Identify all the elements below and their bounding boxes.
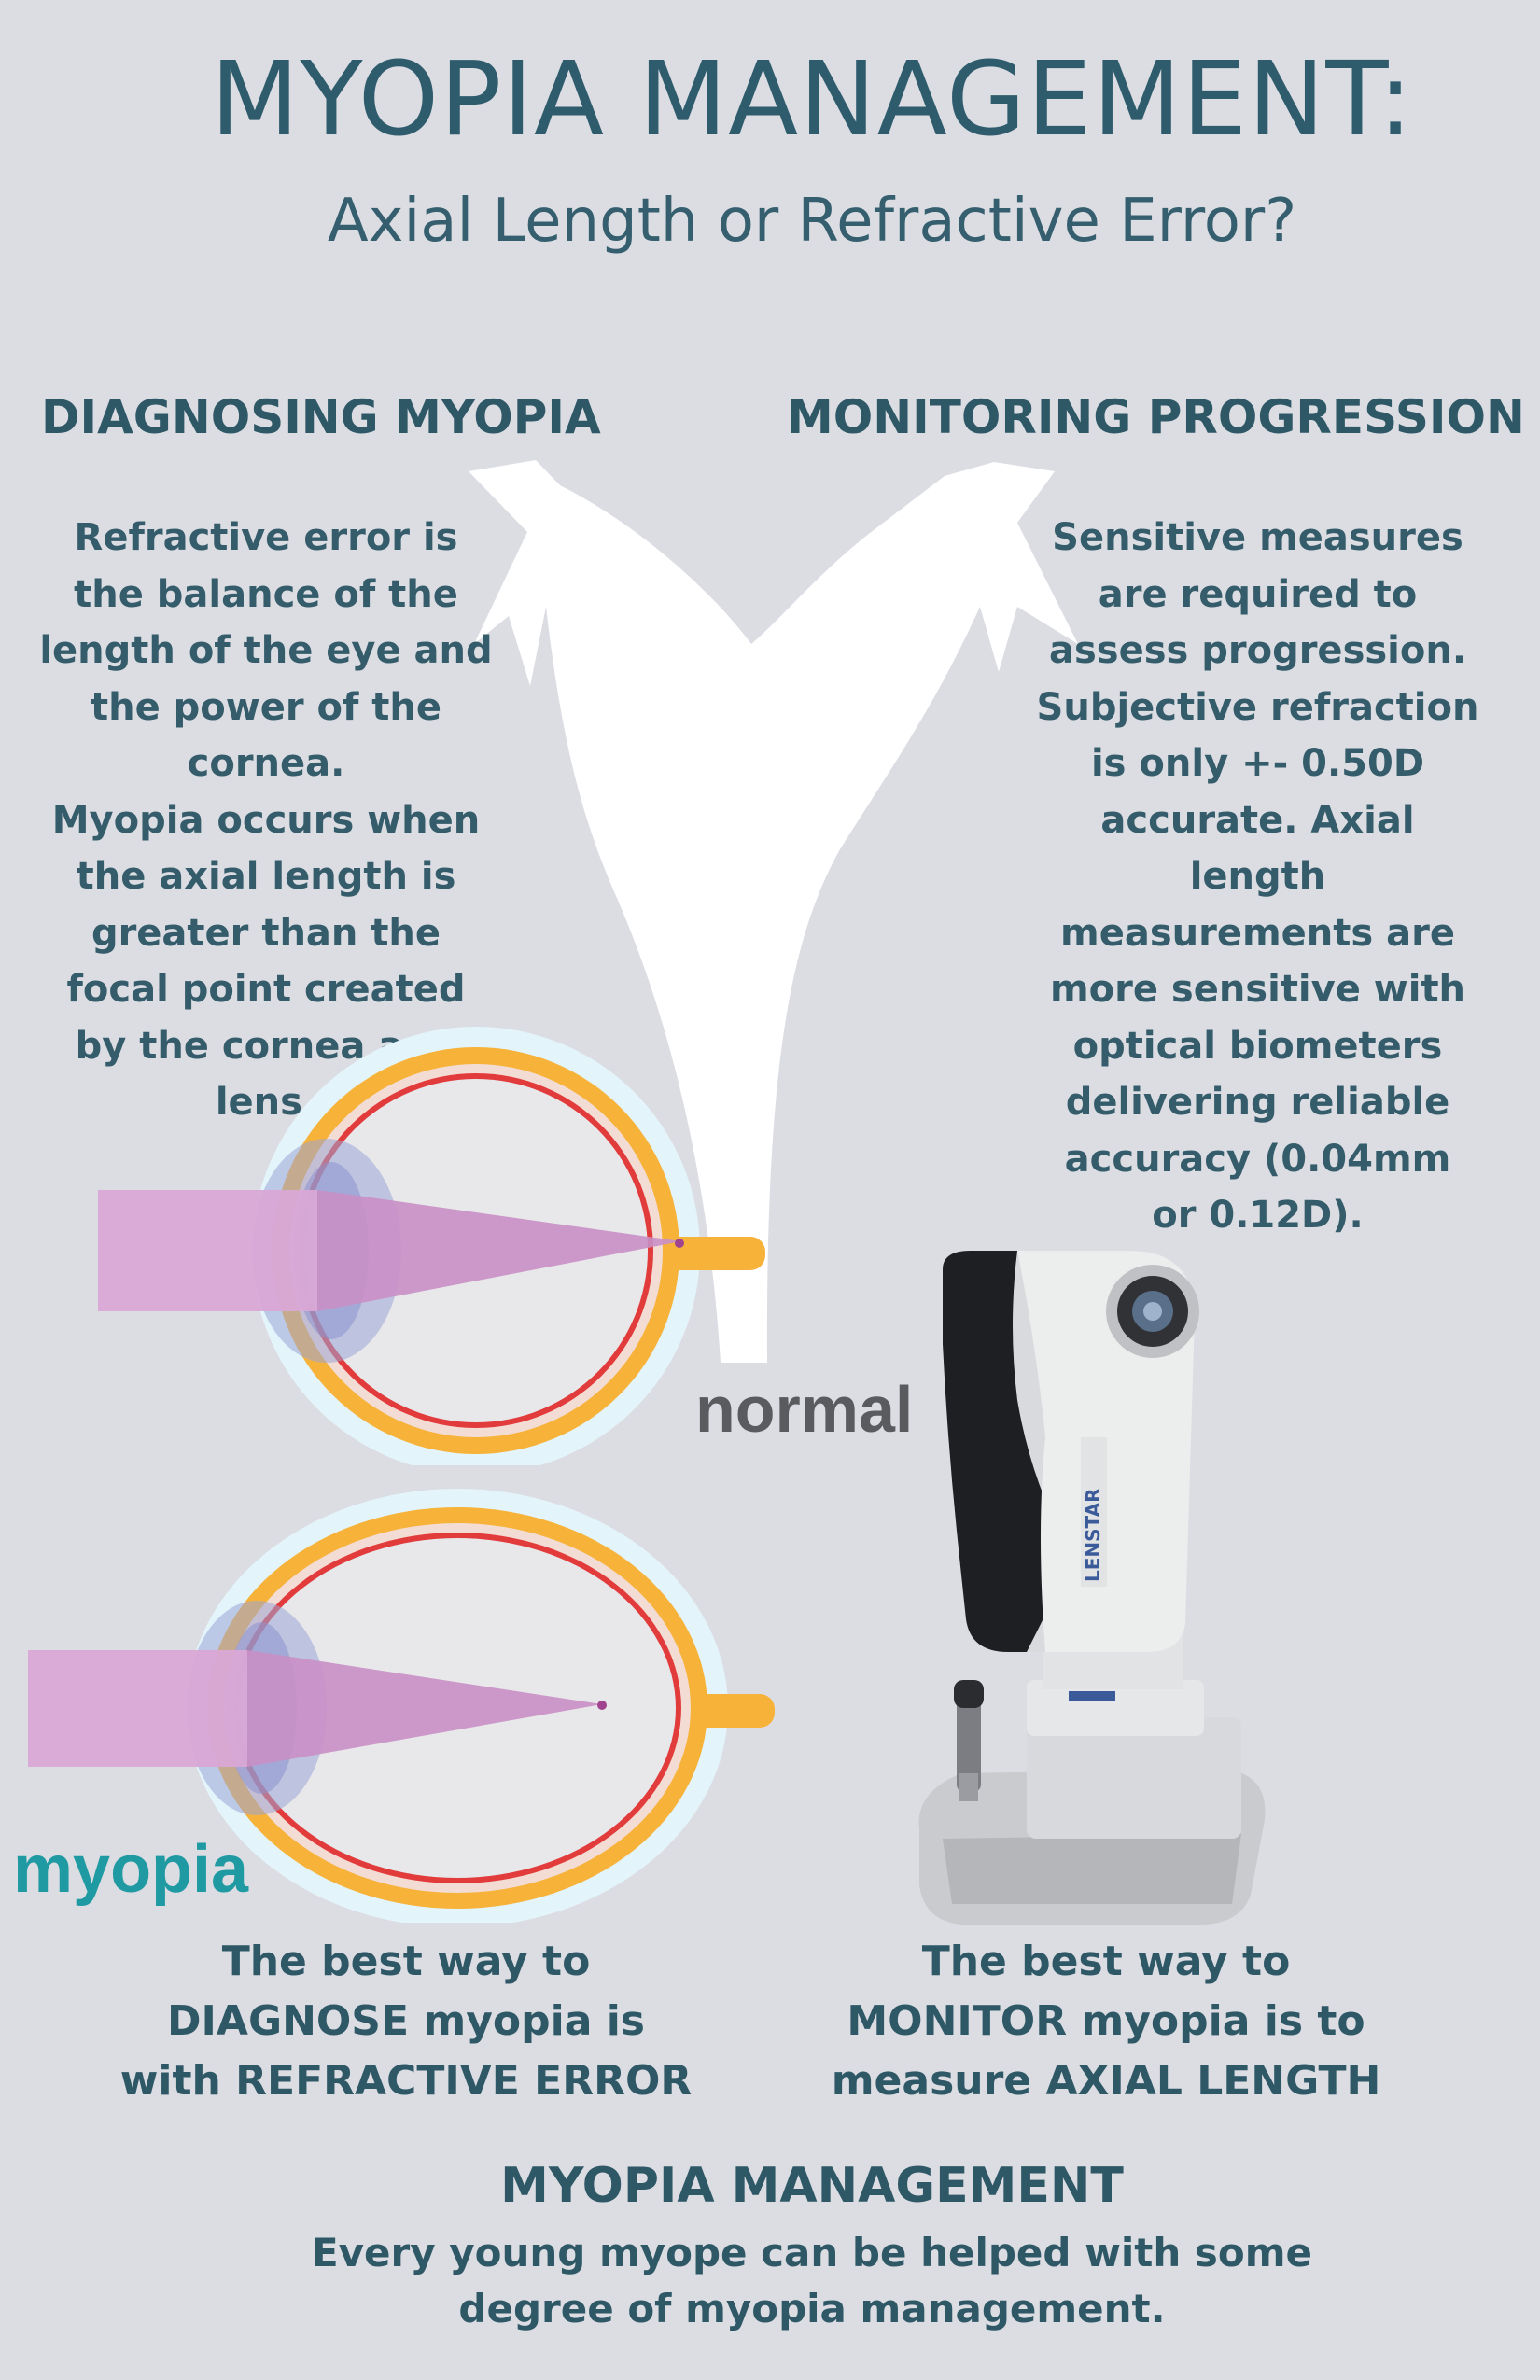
text-line: is only +- 0.50D — [1090, 742, 1425, 785]
text-line: Refractive error is — [74, 516, 458, 559]
biometer-device-illustration: LENSTAR — [918, 1251, 1266, 1925]
normal-label: normal — [695, 1373, 914, 1446]
text-line: are required to — [1098, 572, 1418, 616]
text-line: delivering reliable — [1065, 1081, 1450, 1124]
text-line: cornea. — [187, 742, 345, 785]
text-line: measurements are — [1060, 911, 1455, 955]
footer-text: Every young myope can be helped with som… — [0, 2225, 1540, 2337]
text-line: The best way to — [921, 1938, 1291, 1985]
text-line: The best way to — [221, 1938, 591, 1985]
monitor-caption: The best way to MONITOR myopia is to mea… — [812, 1932, 1400, 2111]
myopia-label: myopia — [13, 1832, 249, 1907]
page-title: MYOPIA MANAGEMENT: — [210, 39, 1414, 159]
text-line: the balance of the — [74, 572, 458, 616]
text-line: assess progression. — [1048, 629, 1467, 672]
text-line: optical biometers — [1072, 1024, 1443, 1068]
text-line: more sensitive with — [1049, 968, 1466, 1011]
text-line: Subjective refraction — [1036, 685, 1479, 729]
text-line: focal point created — [66, 968, 466, 1011]
text-line: Sensitive measures — [1052, 516, 1463, 559]
text-line: accuracy (0.04mm — [1064, 1137, 1451, 1181]
text-line: accurate. Axial — [1100, 798, 1415, 842]
text-line: with REFRACTIVE ERROR — [119, 2057, 693, 2105]
text-line: Myopia occurs when — [51, 798, 481, 842]
text-line: measure AXIAL LENGTH — [831, 2057, 1381, 2105]
text-line: the power of the — [90, 685, 442, 729]
right-heading: MONITORING PROGRESSION — [787, 390, 1525, 444]
footer-heading: MYOPIA MANAGEMENT — [500, 2158, 1124, 2214]
text-line: length — [1189, 855, 1326, 898]
myopia-eye-illustration — [28, 1489, 775, 1923]
text-line: degree of myopia management. — [458, 2286, 1166, 2331]
text-line: Every young myope can be helped with som… — [311, 2230, 1312, 2275]
text-line: greater than the — [91, 911, 441, 955]
text-line: DIAGNOSE myopia is — [167, 1997, 645, 2045]
text-line: or 0.12D). — [1152, 1194, 1364, 1237]
normal-eye-illustration — [98, 1027, 765, 1465]
text-line: the axial length is — [76, 855, 456, 898]
text-line: MONITOR myopia is to — [847, 1997, 1365, 2045]
left-description: Refractive error is the balance of the l… — [28, 510, 504, 1131]
right-description: Sensitive measures are required to asses… — [1022, 510, 1493, 1244]
device-brand-text: LENSTAR — [1082, 1488, 1104, 1582]
text-line: length of the eye and — [39, 629, 493, 672]
diagnose-caption: The best way to DIAGNOSE myopia is with … — [112, 1932, 700, 2111]
left-heading: DIAGNOSING MYOPIA — [41, 390, 601, 444]
page-subtitle: Axial Length or Refractive Error? — [327, 187, 1297, 256]
